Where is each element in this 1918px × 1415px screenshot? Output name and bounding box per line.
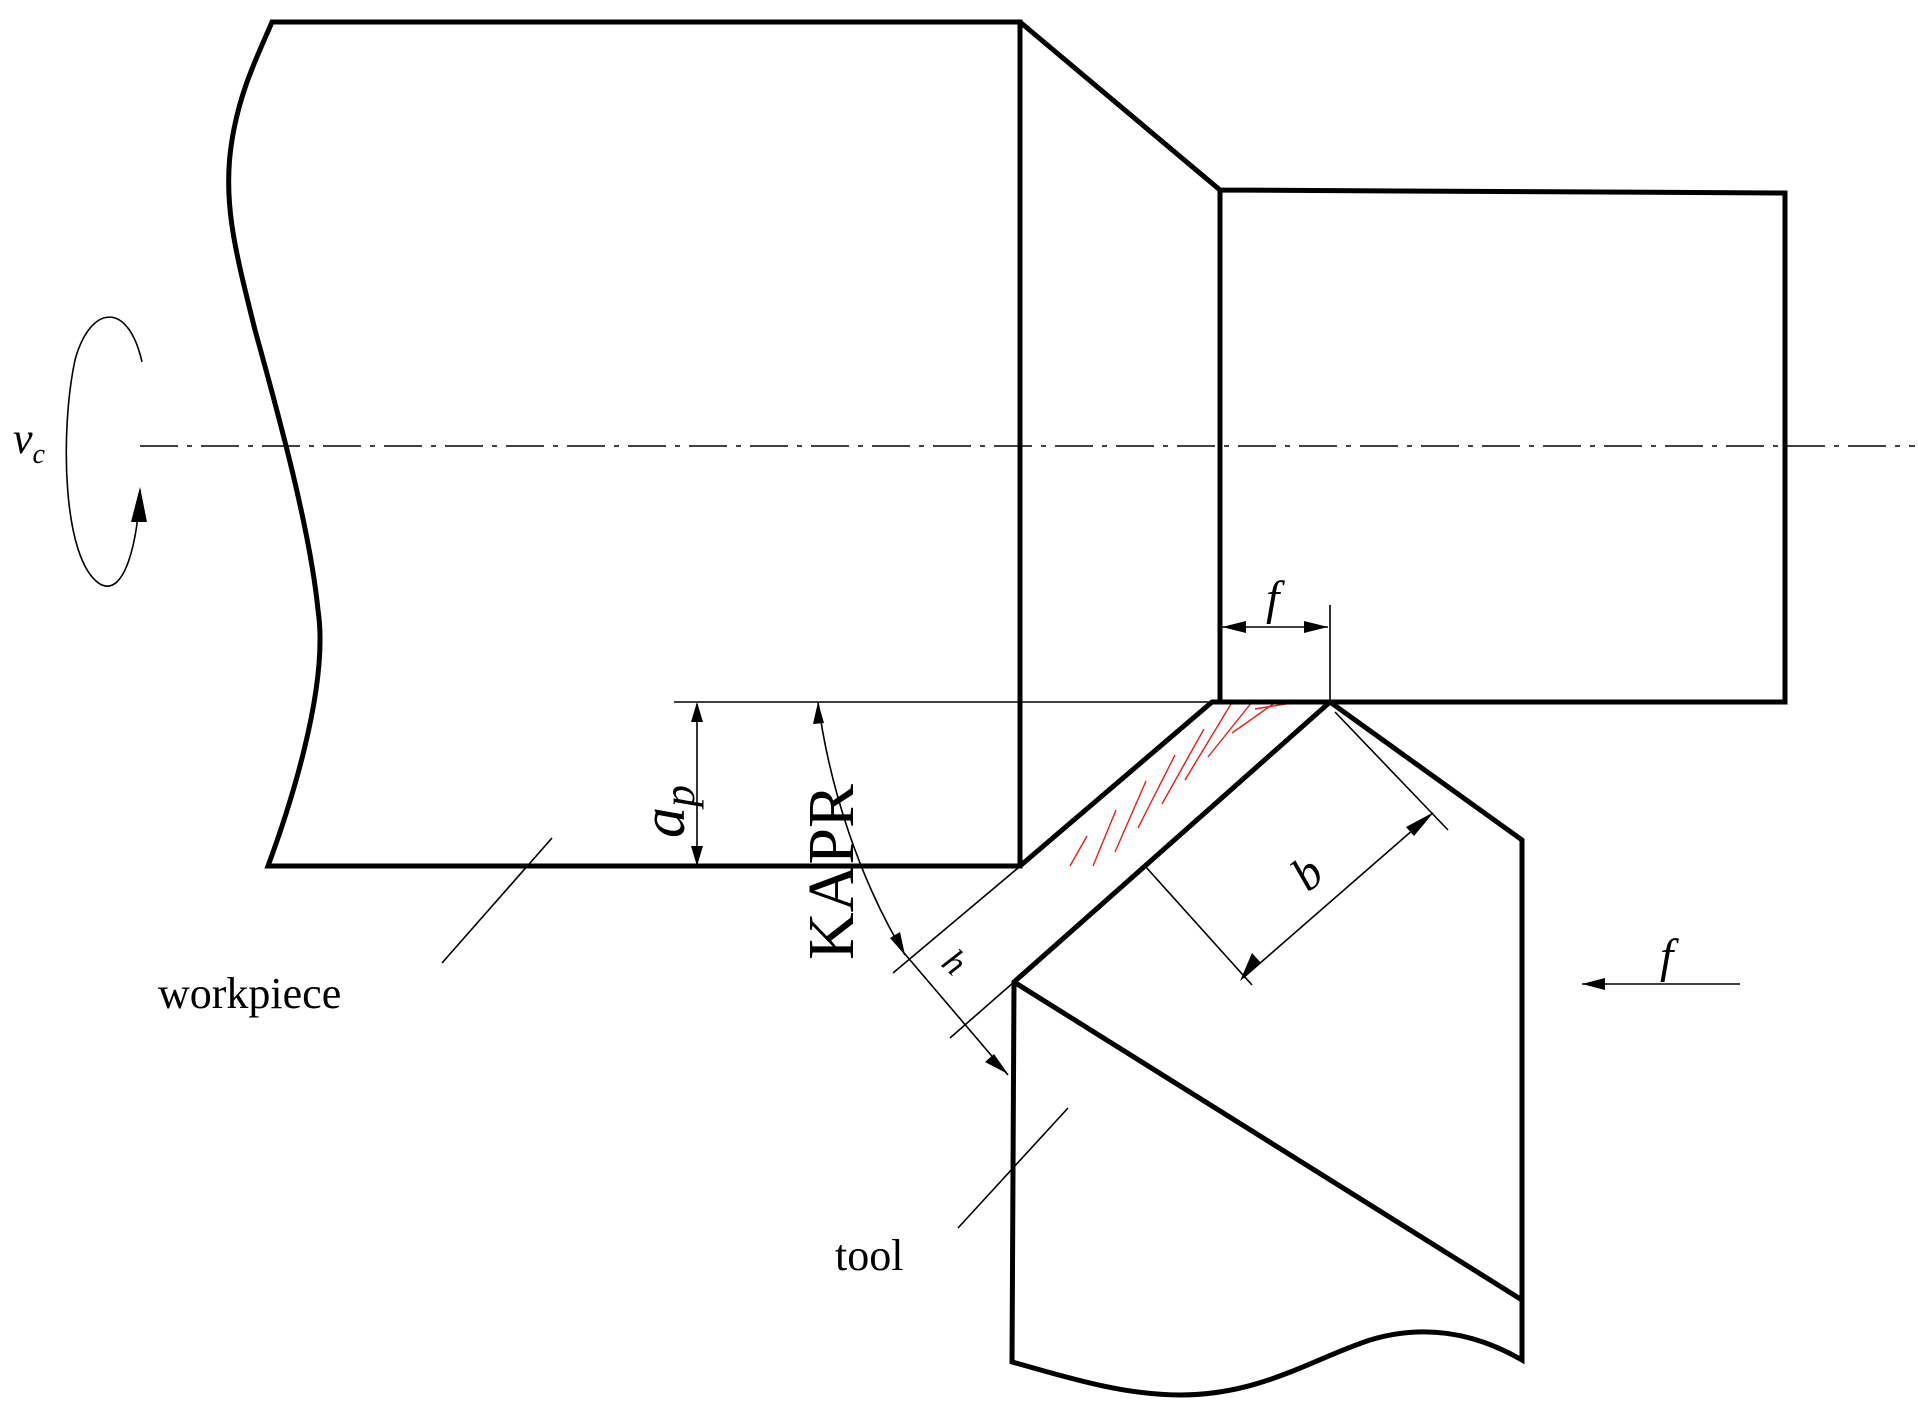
feed-label-right: f [1660,930,1679,983]
feed-arrow-right [1582,978,1740,990]
tool-body [1009,699,1525,1398]
chip-thickness-label: h [935,941,975,983]
rotation-arrow [65,316,147,587]
chip-width-dimension [1144,711,1449,986]
approach-angle-label: KAPR [795,784,868,960]
chip-thickness-dimension [892,867,1019,1076]
depth-of-cut-label: ap [630,785,704,838]
workpiece-leader [441,837,553,964]
workpiece-body [226,19,1788,869]
cutting-speed-label: vc [13,414,46,470]
tool-leader [957,1107,1069,1229]
feed-label-top: f [1266,572,1285,625]
chip-width-label: b [1281,845,1333,901]
workpiece-label: workpiece [158,969,341,1018]
feed-dimension-top [1222,605,1331,700]
chip-cross-section [1069,701,1299,867]
depth-of-cut-dimension [691,702,703,866]
tool-label: tool [835,1231,903,1280]
